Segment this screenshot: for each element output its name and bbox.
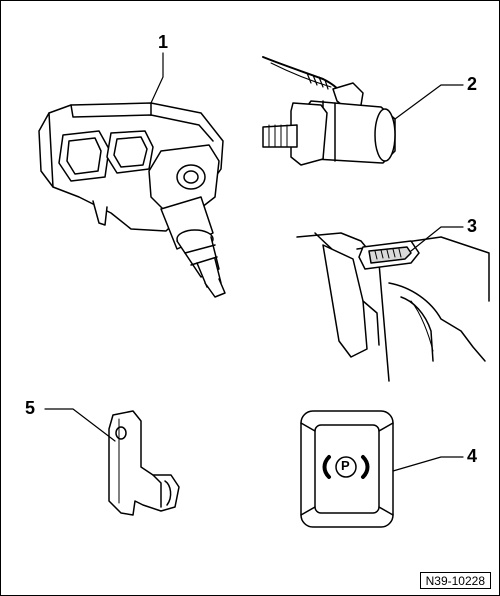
callout-4: 4: [467, 446, 478, 466]
callout-5: 5: [25, 398, 36, 418]
figure-code: N39-10228: [419, 572, 491, 589]
parking-brake-symbol: P: [341, 458, 350, 473]
callout-3: 3: [467, 216, 478, 236]
part-5-sensor-bracket: [44, 408, 180, 516]
part-1-control-unit: [38, 52, 226, 298]
part-4-parking-brake-button: [300, 410, 464, 528]
callout-1: 1: [158, 32, 169, 52]
callout-2: 2: [467, 74, 478, 94]
part-2-sensor: [262, 56, 464, 166]
part-3-dash-switch: [296, 226, 490, 382]
